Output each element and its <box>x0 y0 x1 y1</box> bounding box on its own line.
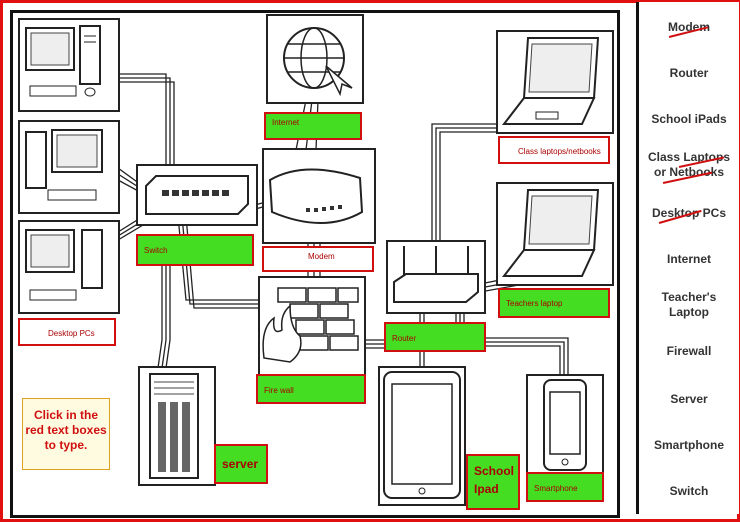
class-laptop-device <box>496 30 614 134</box>
desktop-pc-2 <box>18 120 120 214</box>
switch-icon <box>145 175 249 215</box>
word-bank-item: School iPads <box>651 112 727 126</box>
tablet-icon <box>383 371 461 499</box>
ipad-device <box>378 366 466 506</box>
desktop-computer-icon <box>25 25 101 97</box>
firewall-device <box>258 276 366 376</box>
class-laptops-label-box[interactable]: Class laptops/netbooks <box>498 136 610 164</box>
switch-label-box[interactable]: Switch <box>136 234 254 266</box>
laptop-icon <box>501 189 600 277</box>
firewall-label-box[interactable]: Fire wall <box>256 374 366 404</box>
desktop-label-box[interactable]: Desktop PCs <box>18 318 116 346</box>
router-label-box[interactable]: Router <box>384 322 486 352</box>
modem-label-box[interactable]: Modem <box>262 246 374 272</box>
desktop-pc-1 <box>18 18 120 112</box>
school-ipad-label-box[interactable]: School Ipad <box>466 454 520 510</box>
smartphone-icon <box>543 379 587 471</box>
router-device <box>386 240 486 314</box>
server-icon <box>149 373 199 479</box>
word-bank-sidebar: Modem Router School iPads Class Laptops … <box>636 2 739 514</box>
switch-device <box>136 164 258 226</box>
desktop-computer-icon <box>25 229 103 301</box>
word-bank-item: Router <box>669 66 709 80</box>
modem-icon <box>268 168 364 224</box>
word-bank-item: Modem <box>668 20 710 34</box>
desktop-computer-icon <box>25 129 103 201</box>
desktop-pc-3 <box>18 220 120 314</box>
instruction-note: Click in the red text boxes to type. <box>22 398 110 470</box>
word-bank-item: Switch <box>669 484 709 498</box>
globe-icon <box>283 27 353 97</box>
word-bank-item: Smartphone <box>653 438 724 452</box>
smartphone-device <box>526 374 604 478</box>
server-device <box>138 366 216 486</box>
internet-box <box>266 14 364 104</box>
server-label-box[interactable]: server <box>214 444 268 484</box>
word-bank-item: Teacher's Laptop <box>661 290 717 319</box>
teachers-laptop-label-box[interactable]: Teachers laptop <box>498 288 610 318</box>
teachers-laptop-device <box>496 182 614 286</box>
laptop-icon <box>501 37 600 125</box>
modem-device <box>262 148 376 244</box>
router-icon <box>393 246 479 303</box>
word-bank-item: Server <box>670 392 708 406</box>
word-bank-item: Internet <box>666 252 711 266</box>
firewall-icon <box>262 287 359 363</box>
word-bank-item: Firewall <box>666 344 712 358</box>
smartphone-label-box[interactable]: Smartphone <box>526 472 604 502</box>
internet-label-box[interactable]: Internet <box>264 112 362 140</box>
